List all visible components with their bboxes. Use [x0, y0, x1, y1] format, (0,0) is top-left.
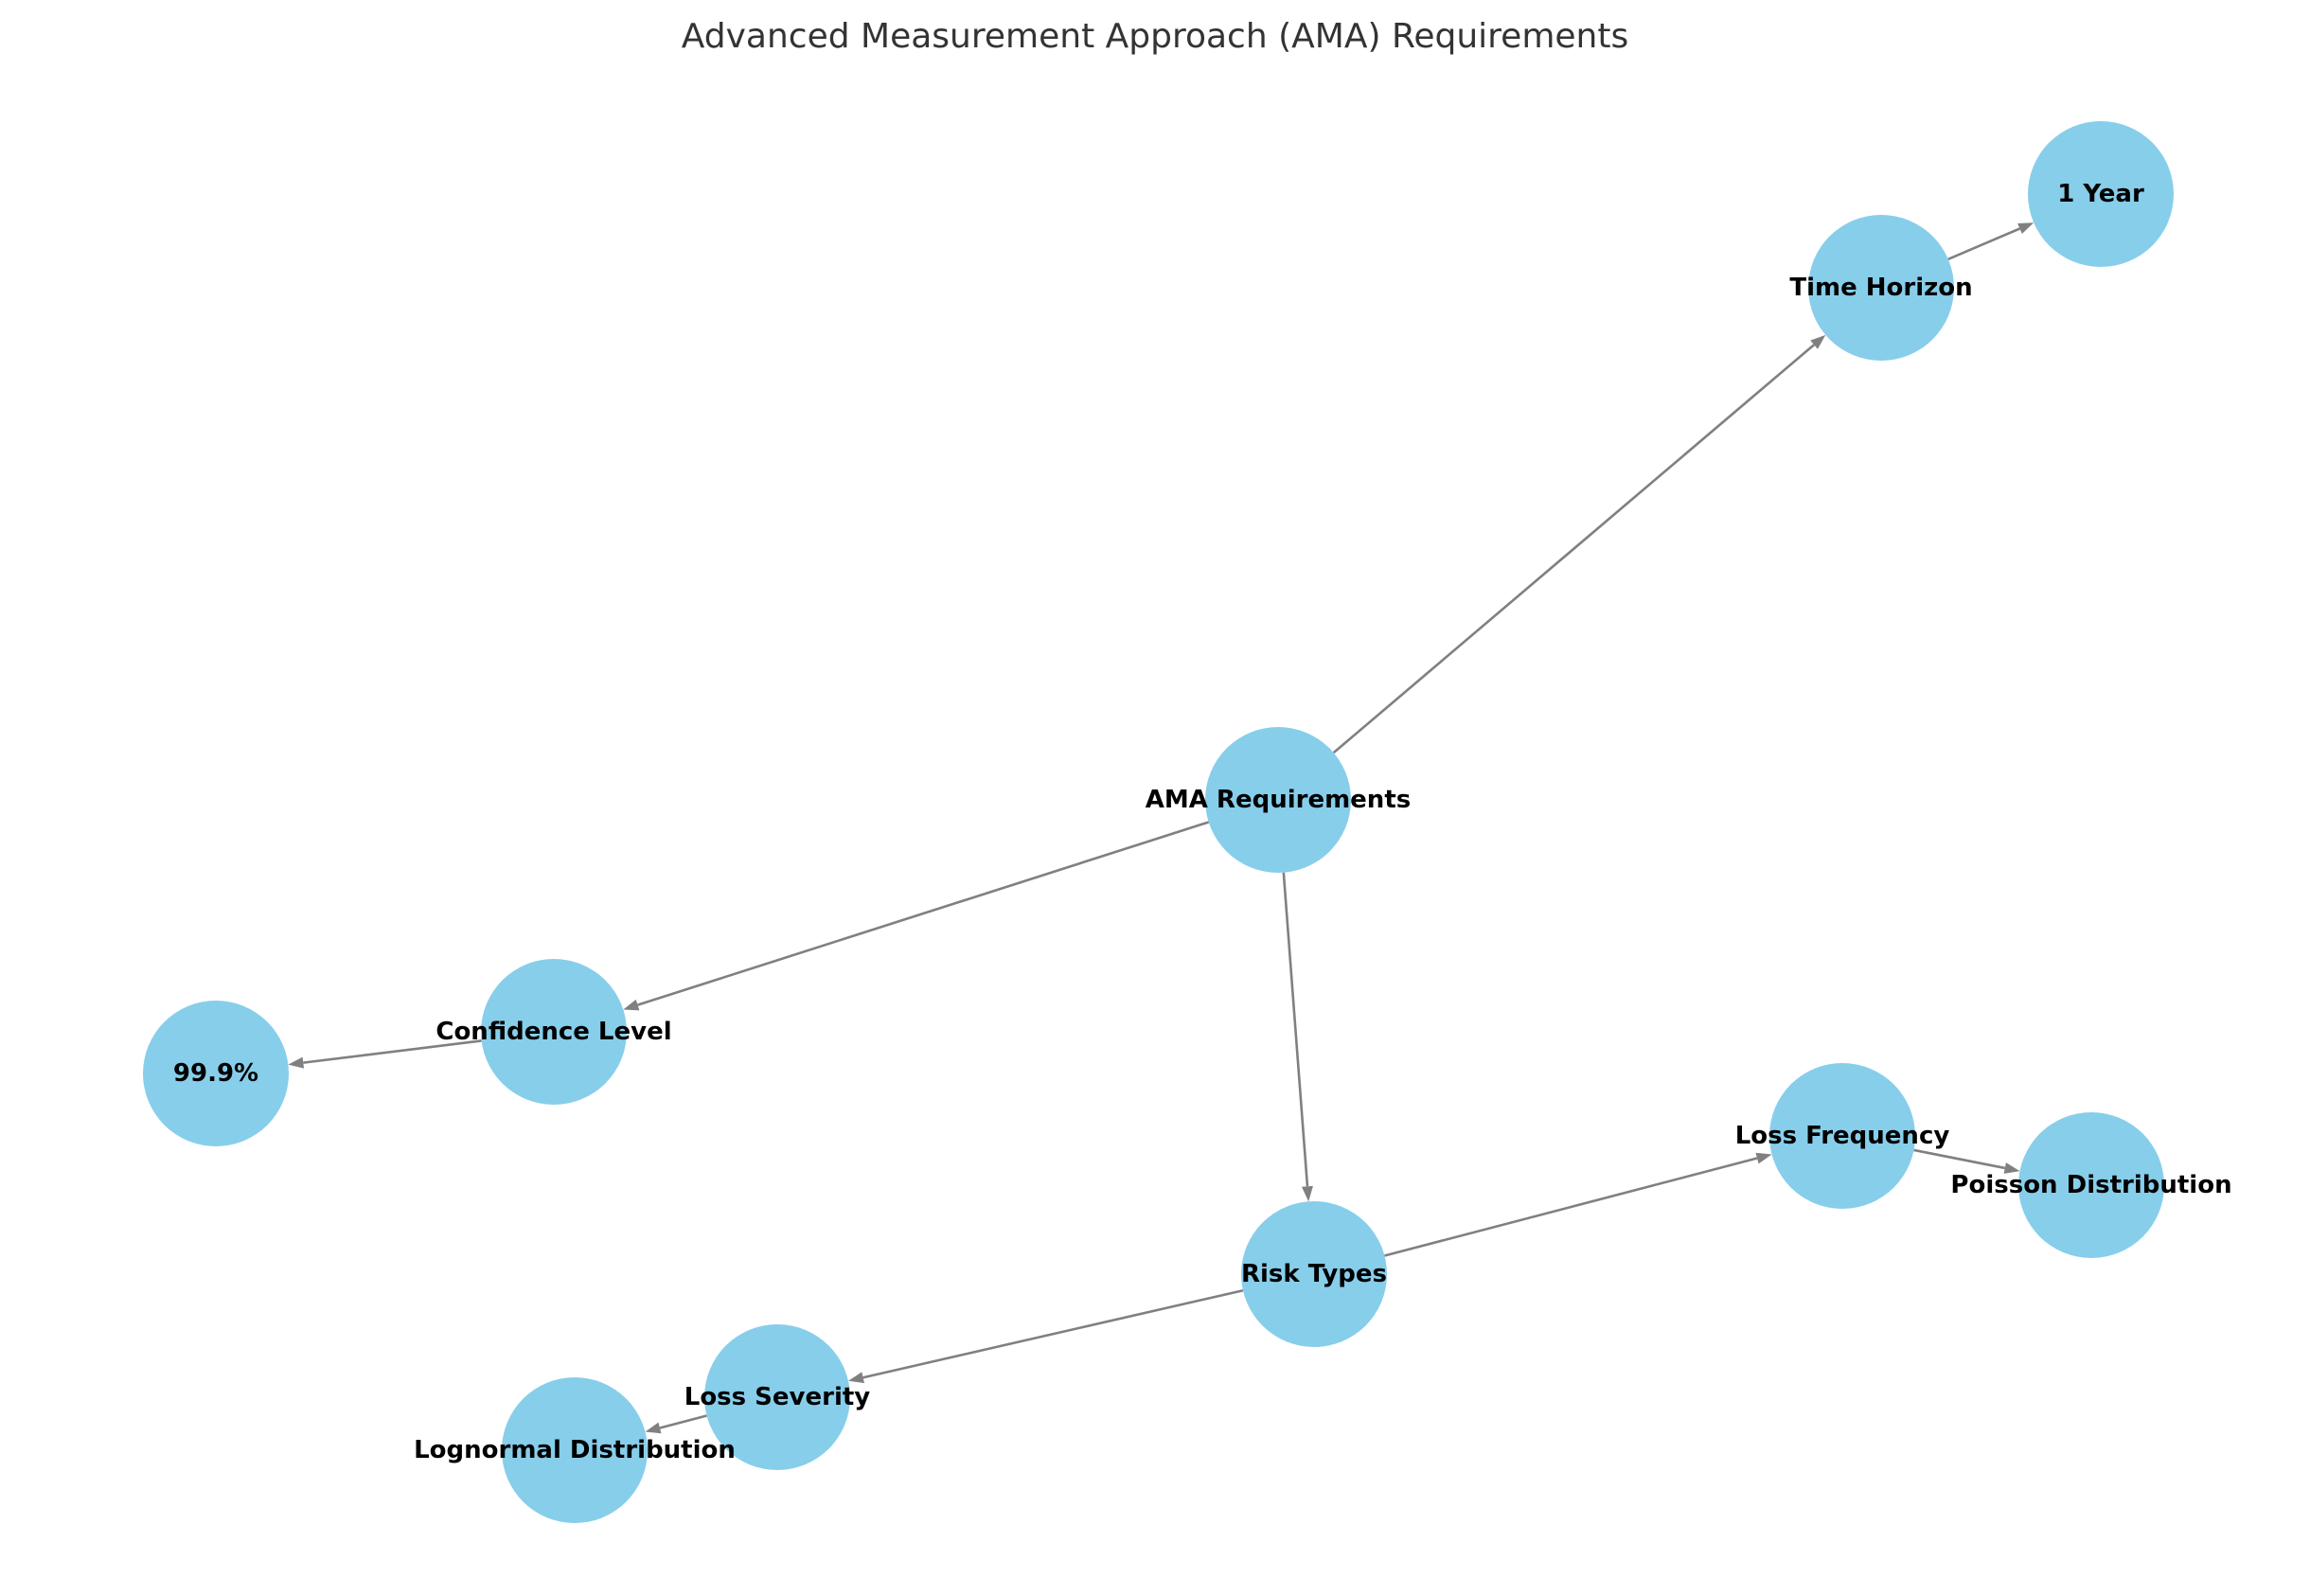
edge-sev-to-lognormal [645, 1414, 707, 1434]
edge-risk-to-freq [1384, 1152, 1772, 1257]
node-lognormal[interactable] [502, 1377, 648, 1523]
edge-line [1913, 1148, 2006, 1170]
node-label-conf: Confidence Level [435, 1018, 671, 1046]
arrowhead-icon [1810, 334, 1826, 349]
edge-freq-to-poisson [1913, 1148, 2020, 1174]
edge-ama-to-conf [623, 821, 1210, 1011]
arrowhead-icon [2003, 1162, 2020, 1174]
node-label-poisson: Poisson Distribution [1950, 1171, 2231, 1199]
edge-line [637, 821, 1210, 1006]
edge-line [1332, 344, 1815, 754]
edge-line [1282, 872, 1309, 1187]
node-label-freq: Loss Frequency [1735, 1122, 1950, 1150]
diagram-title: Advanced Measurement Approach (AMA) Requ… [682, 17, 1628, 56]
arrowhead-icon [288, 1056, 305, 1069]
node-label-time: Time Horizon [1789, 274, 1972, 302]
node-label-pct: 99.9% [173, 1059, 258, 1088]
edge-time-to-year [1947, 222, 2035, 260]
node-poisson[interactable] [2018, 1112, 2164, 1258]
edge-line [303, 1039, 482, 1064]
node-conf[interactable] [481, 959, 627, 1105]
node-year[interactable] [2028, 121, 2174, 267]
edges-layer [288, 222, 2035, 1434]
edge-ama-to-time [1332, 334, 1826, 754]
arrowhead-icon [2017, 222, 2035, 235]
node-label-sev: Loss Severity [684, 1383, 871, 1411]
arrowhead-icon [1755, 1152, 1772, 1164]
node-time[interactable] [1808, 215, 1954, 361]
node-pct[interactable] [143, 1001, 289, 1146]
edge-line [659, 1414, 707, 1429]
nodes-layer [143, 121, 2174, 1523]
node-label-ama: AMA Requirements [1146, 786, 1411, 814]
node-sev[interactable] [704, 1324, 850, 1470]
node-label-year: 1 Year [2057, 180, 2144, 208]
arrowhead-icon [848, 1372, 864, 1384]
arrowhead-icon [645, 1422, 662, 1434]
labels-layer: AMA Requirements Time Horizon 1 YearConfid… [173, 180, 2232, 1464]
node-risk[interactable] [1241, 1201, 1387, 1347]
node-label-risk: Risk Types [1241, 1260, 1387, 1288]
node-label-lognormal: Lognormal Distribution [414, 1436, 736, 1464]
edge-line [862, 1288, 1244, 1379]
edge-line [1384, 1157, 1758, 1257]
arrowhead-icon [1301, 1185, 1313, 1202]
arrowhead-icon [623, 999, 640, 1011]
node-ama[interactable] [1205, 727, 1351, 873]
edge-line [1947, 227, 2020, 260]
edge-risk-to-sev [848, 1288, 1244, 1384]
node-freq[interactable] [1769, 1063, 1915, 1209]
edge-conf-to-pct [288, 1039, 482, 1069]
edge-ama-to-risk [1282, 872, 1313, 1202]
